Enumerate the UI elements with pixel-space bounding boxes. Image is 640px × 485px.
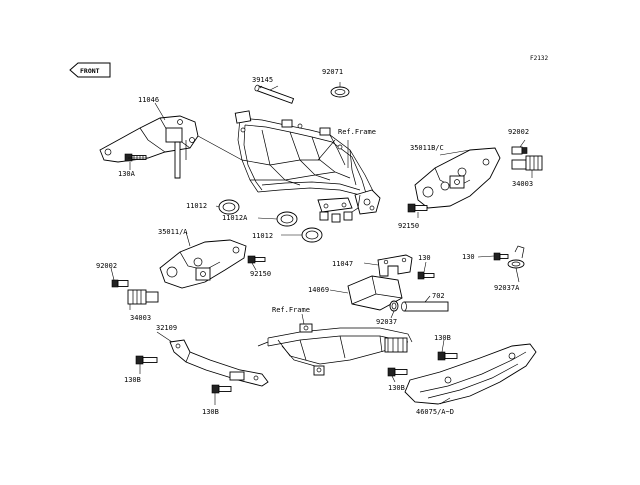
label-11012a: 11012A — [222, 214, 248, 222]
label-11047: 11047 — [332, 260, 353, 268]
label-46075: 46075/A~D — [416, 408, 454, 416]
label-35011a: 35011/A — [158, 228, 188, 236]
grommet-92071-part — [330, 86, 350, 98]
bolt-92150-right-part — [407, 203, 428, 213]
bolt-92150-left-part — [247, 255, 266, 264]
bolt-130b-left2-part — [211, 384, 232, 394]
bolt-130-mid-part — [417, 271, 435, 280]
bracket-35011bc-part — [414, 147, 501, 209]
label-ref-frame-top: Ref.Frame — [338, 128, 376, 136]
tube-702-part — [401, 301, 449, 312]
bolt-92002-right-part — [511, 146, 528, 155]
bracket-11046-part — [99, 115, 199, 179]
diagram-code: F2132 — [530, 55, 548, 62]
label-39145: 39145 — [252, 76, 273, 84]
label-92037a: 92037A — [494, 284, 520, 292]
clamp-92037a-part — [507, 245, 525, 269]
label-92071: 92071 — [322, 68, 343, 76]
bracket-35011a-part — [159, 239, 247, 289]
cap-11012-part — [218, 199, 240, 215]
label-35011bc: 35011B/C — [410, 144, 444, 152]
bolt-92002-left-part — [111, 279, 129, 288]
label-130b-right: 130B — [434, 334, 451, 342]
heel-guard-46075-part — [404, 343, 537, 405]
front-arrow-icon: FRONT — [69, 62, 111, 78]
label-92002-right: 92002 — [508, 128, 529, 136]
leader-lines — [110, 82, 533, 405]
label-11012-b: 11012 — [252, 232, 273, 240]
cover-14069-part — [347, 275, 403, 311]
label-92150-right: 92150 — [398, 222, 419, 230]
label-130a: 130A — [118, 170, 136, 178]
label-11046: 11046 — [138, 96, 159, 104]
label-92037: 92037 — [376, 318, 397, 326]
bolt-130b-left-part — [135, 355, 158, 365]
bolt-130-right-part — [493, 252, 509, 261]
rear-subframe-part — [257, 323, 413, 376]
label-32109: 32109 — [156, 324, 177, 332]
bolt-130a-part — [124, 153, 147, 162]
label-ref-frame-bottom: Ref.Frame — [272, 306, 310, 314]
label-702: 702 — [432, 292, 445, 300]
label-130-right: 130 — [462, 253, 475, 261]
bolt-130b-right-part — [437, 351, 458, 361]
label-34003-left: 34003 — [130, 314, 151, 322]
label-92150-left: 92150 — [250, 270, 271, 278]
part-labels: 11046 130A 39145 92071 Ref.Frame 92002 3… — [96, 68, 533, 416]
label-14069: 14069 — [308, 286, 329, 294]
pin-39145-part — [254, 84, 295, 104]
cap-11012a-part — [276, 211, 298, 227]
label-130-mid: 130 — [418, 254, 431, 262]
bracket-32109-part — [169, 339, 269, 387]
footpeg-34003-left-part — [127, 289, 159, 305]
front-badge: FRONT — [80, 67, 100, 75]
bolt-130b-right2-part — [387, 367, 408, 377]
label-34003-right: 34003 — [512, 180, 533, 188]
label-130b-left: 130B — [124, 376, 141, 384]
bracket-11047-part — [377, 254, 413, 277]
cap-11012-lower-part — [301, 227, 323, 243]
label-11012-a: 11012 — [186, 202, 207, 210]
label-130b-right2: 130B — [388, 384, 405, 392]
footpeg-34003-right-part — [511, 155, 543, 171]
label-130b-left2: 130B — [202, 408, 219, 416]
label-92002-left: 92002 — [96, 262, 117, 270]
clamp-92037-part — [389, 300, 399, 312]
